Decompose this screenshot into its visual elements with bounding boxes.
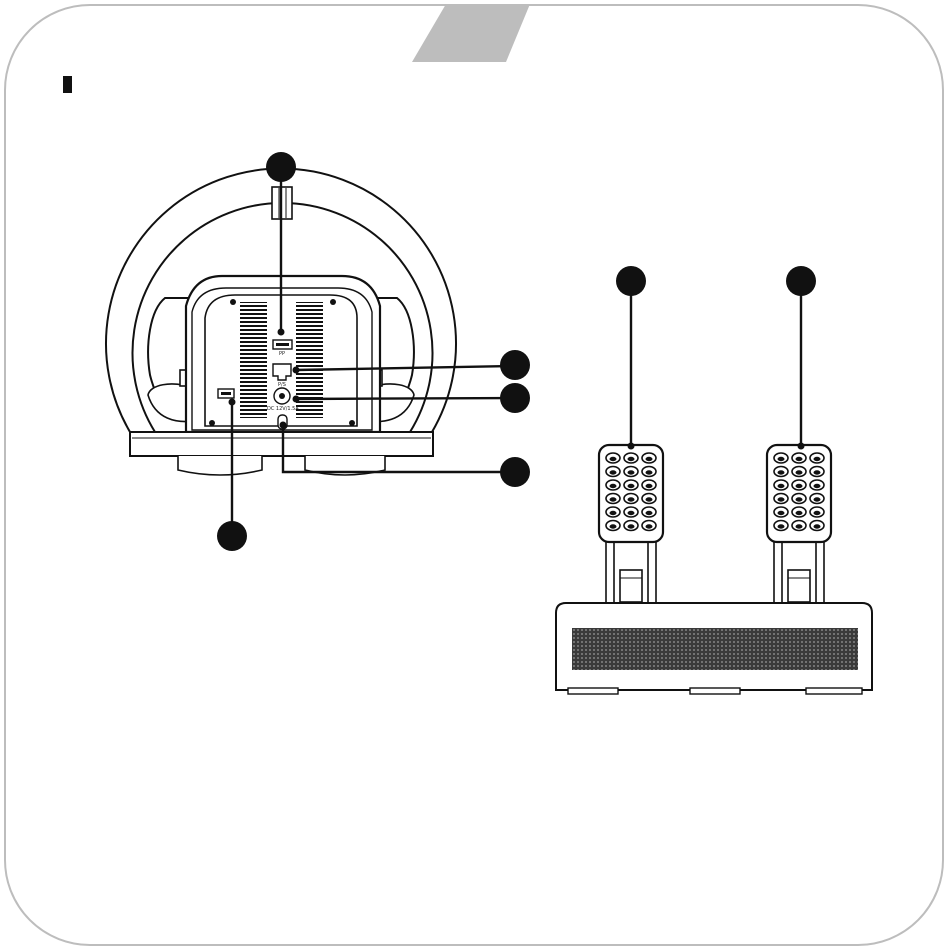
pedal-stud-center [646, 484, 653, 488]
pedal-stud-center [778, 524, 785, 528]
pedal-stud-center [814, 457, 821, 461]
usb-top-label: PP [279, 351, 285, 357]
rj-port-label: P/S [278, 382, 286, 388]
pedal-stud-center [778, 457, 785, 461]
pedal-stud-center [610, 470, 617, 474]
pedal-stud-center [814, 484, 821, 488]
pedal-stud-center [814, 524, 821, 528]
pedal-stud-center [610, 511, 617, 515]
pedal-stud-center [814, 497, 821, 501]
wheel-vent-right [296, 302, 323, 418]
wheel-vent-left [240, 302, 267, 418]
pedal-stud-center [646, 457, 653, 461]
pedal-stud-center [628, 484, 635, 488]
pedal-stud-center [796, 524, 803, 528]
pedal-stud-center [778, 470, 785, 474]
pedal-stud-center [796, 470, 803, 474]
pedal-stud-center [796, 497, 803, 501]
pedal-stud-center [610, 457, 617, 461]
pedal-stud-center [778, 511, 785, 515]
pedal-right-callout [786, 266, 816, 450]
pedal-stud-center [610, 497, 617, 501]
pedal-stud-center [796, 511, 803, 515]
pedal-stud-center [628, 511, 635, 515]
pedal-stud-center [778, 484, 785, 488]
pedal-stud-center [814, 470, 821, 474]
pedal-unit [556, 445, 872, 694]
pedal-stud-center [628, 524, 635, 528]
pedal-stud-center [646, 524, 653, 528]
pedal-stud-center [814, 511, 821, 515]
pedal-base-mesh [572, 628, 858, 670]
pedal-stud-center [628, 497, 635, 501]
wheel-bottom-bar [130, 432, 433, 456]
pedal-left-callout [616, 266, 646, 450]
pedal-stud-center [628, 470, 635, 474]
pedal-stud-center [796, 457, 803, 461]
pedal-stud-center [796, 484, 803, 488]
pedal-stud-center [610, 484, 617, 488]
pedal-stud-center [778, 497, 785, 501]
dc-power-label: DC 12V/1.5A [267, 406, 299, 412]
pedal-stud-center [646, 511, 653, 515]
pedal-stud-center [628, 457, 635, 461]
pedal-stud-center [646, 497, 653, 501]
pedal-stud-center [610, 524, 617, 528]
pedal-stud-center [646, 470, 653, 474]
